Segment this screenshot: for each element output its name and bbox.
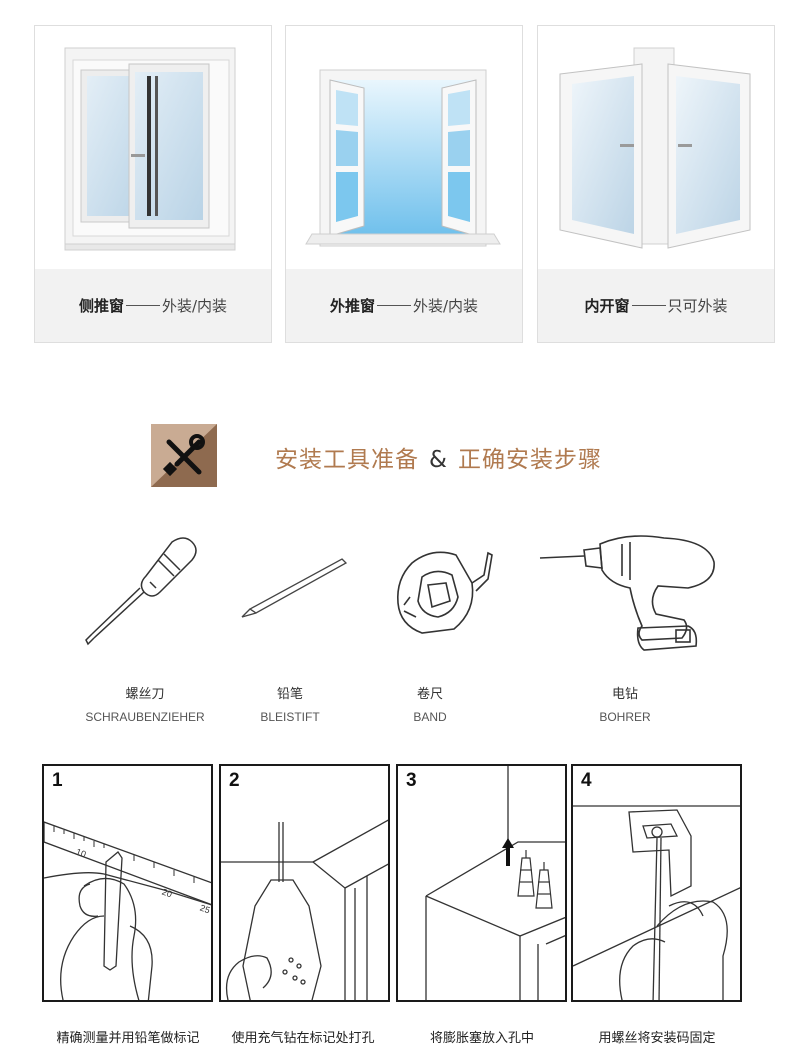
sliding-window-image [35, 26, 271, 269]
step-2-caption: 使用充气钻在标记处打孔 [231, 1031, 375, 1046]
screwdriver-icon [80, 530, 210, 654]
step-3-panel: 3 [396, 764, 567, 1002]
inward-window-image [538, 26, 774, 269]
window-card-sliding: 侧推窗外装/内装 [34, 25, 272, 343]
window-card-casement-out: 外推窗外装/内装 [285, 25, 523, 343]
tape-measure-icon [392, 545, 496, 641]
step-4-panel: 4 [571, 764, 742, 1002]
step-1-caption: 精确测量并用铅笔做标记 [56, 1031, 200, 1046]
drill-icon [538, 530, 720, 662]
step-2-panel: 2 [219, 764, 390, 1002]
step-1-panel: 1 10 20 25 [42, 764, 213, 1002]
step-3-caption: 将膨胀塞放入孔中 [429, 1031, 534, 1046]
window-card-casement-in: 内开窗只可外装 [537, 25, 775, 343]
tools-icon [151, 424, 217, 487]
step-4-caption: 用螺丝将安装码固定 [598, 1031, 716, 1046]
section-title: 安装工具准备&正确安装步骤 [275, 447, 602, 473]
pencil-icon [238, 555, 350, 623]
window-caption: 内开窗只可外装 [538, 269, 774, 342]
window-caption: 侧推窗外装/内装 [35, 269, 271, 342]
outward-window-image [286, 26, 522, 269]
window-caption: 外推窗外装/内装 [286, 269, 522, 342]
